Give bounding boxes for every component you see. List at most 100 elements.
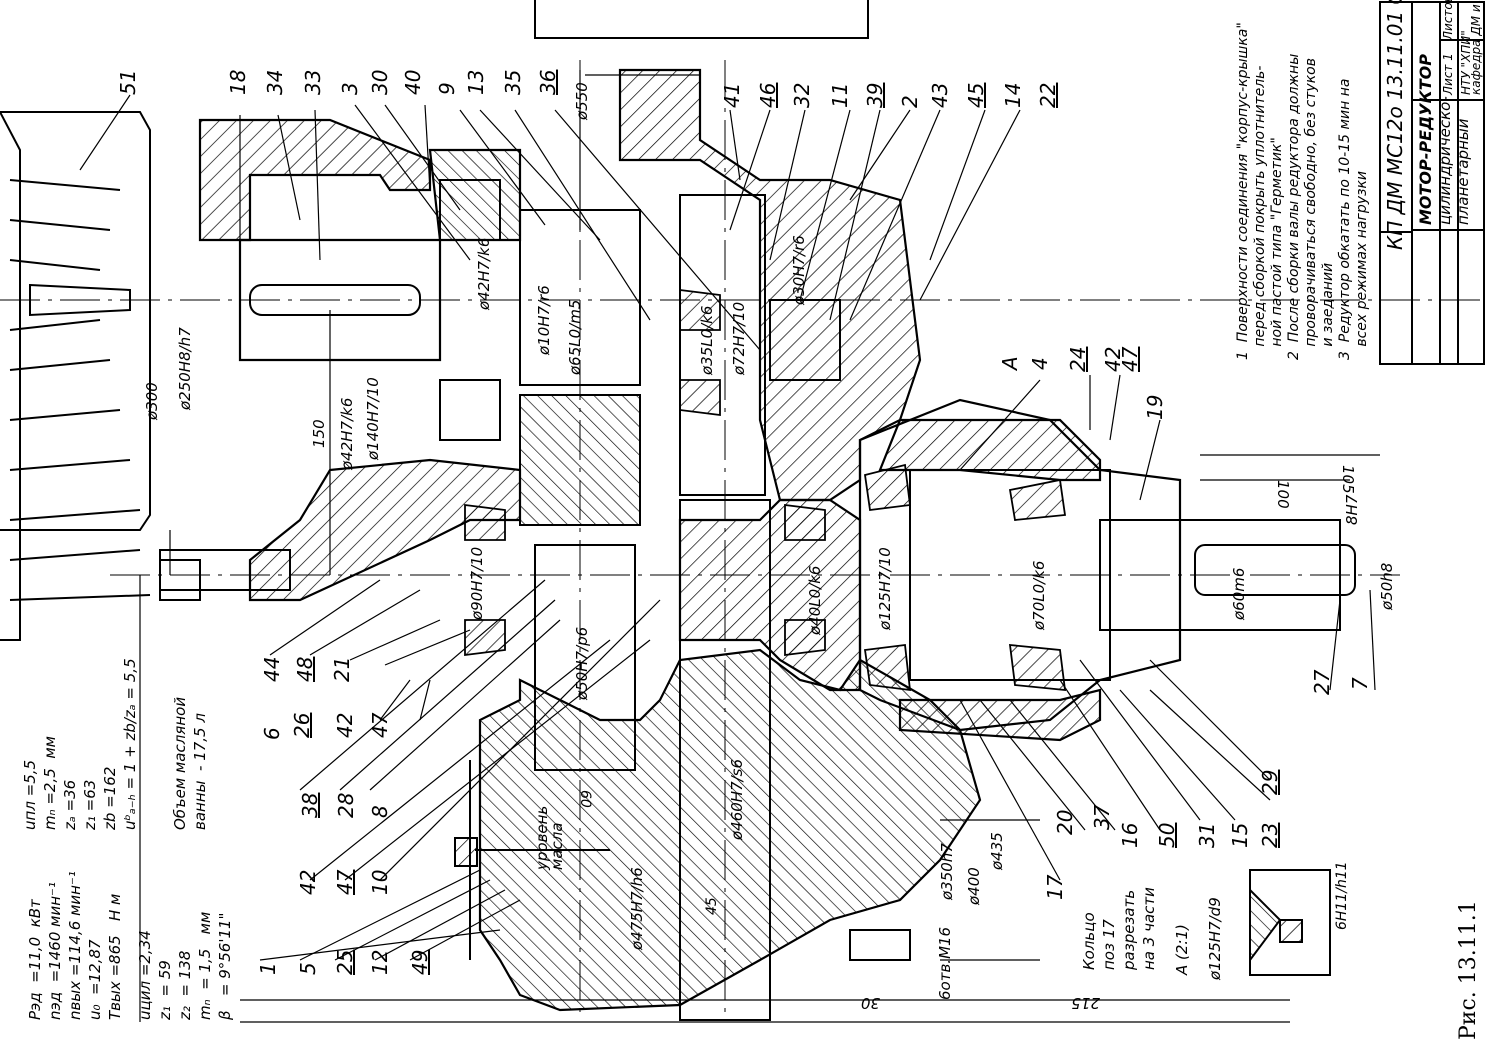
- bearings: [464, 288, 1067, 692]
- tech-line: mₙ = 1,5 мм: [196, 911, 214, 1020]
- detail-a: [1249, 869, 1331, 976]
- view-label-a: А: [998, 356, 1022, 370]
- dimension: ø35L0/k6: [698, 305, 716, 375]
- ring-note-3: разрезать: [1120, 889, 1138, 970]
- part-number: 17: [1043, 874, 1067, 900]
- ring-note-1: Кольцо: [1080, 912, 1098, 970]
- dimension: ø42H7/k6: [475, 237, 493, 310]
- dimension: ø460H7/s6: [728, 758, 746, 840]
- title-block-sheet: Лист 1: [1441, 53, 1455, 95]
- part-number: 4: [1028, 357, 1052, 370]
- dimension: ø90H7/10: [468, 546, 486, 620]
- detail-a-fit2: 6H11/h11: [1334, 861, 1350, 930]
- frame: [534, 0, 1485, 365]
- part-number: 19: [1143, 394, 1167, 420]
- part-number: 7: [1348, 677, 1372, 690]
- part-number: 2: [898, 95, 922, 108]
- part-number: 50: [1155, 822, 1179, 848]
- oil-level-label: уровень масла: [533, 805, 566, 870]
- title-block-designation: КП ДМ МС12о 13.11.01 СБ: [1383, 0, 1407, 250]
- part-number: 32: [790, 82, 814, 108]
- dimension: ø550: [573, 82, 591, 120]
- dimension-lines: [139, 70, 1380, 1023]
- part-number: 24: [1066, 346, 1090, 372]
- part-number: 47: [1118, 346, 1142, 372]
- tech-line: Pэд =11,0 кВт: [26, 899, 44, 1020]
- part-number: 31: [1195, 822, 1219, 848]
- part-number: 40: [401, 69, 425, 95]
- part-number: 20: [1053, 809, 1077, 835]
- title-block-org-2: кафедра ДМ и ПМ: [1469, 0, 1483, 95]
- tech-data-col1: Pэд =11,0 кВт nэд =1460 мин⁻¹ nвых =114,…: [5, 871, 125, 1020]
- dimension: 45: [704, 897, 720, 915]
- dimension: 30: [860, 994, 880, 1012]
- part-number: 6: [260, 727, 284, 740]
- ring-note-4: на 3 части: [1140, 887, 1158, 970]
- part-number: 41: [720, 82, 744, 108]
- note-line: проворачиваться свободно, без стуков: [1303, 58, 1319, 360]
- note-line: 2 После сборки валы редуктора должны: [1286, 53, 1302, 360]
- dimension: ø65L0/m5: [566, 299, 584, 375]
- tech-line: nэд =1460 мин⁻¹: [46, 882, 64, 1020]
- leaders: [79, 94, 1376, 961]
- motor-fins: [0, 111, 1488, 641]
- tech-line: zₐ =36: [61, 779, 79, 830]
- dimension: ø250H8/h7: [176, 327, 194, 410]
- part-number: 45: [964, 82, 988, 108]
- note-line: ной пастой типа "Герметик": [1269, 137, 1285, 360]
- part-number: 37: [1090, 804, 1114, 830]
- part-number: 11: [828, 82, 852, 108]
- title-block-name-2: цилиндрическо-: [1436, 96, 1454, 225]
- part-number: 42: [296, 869, 320, 895]
- dimension: ø300: [143, 382, 161, 420]
- tech-line: z₁ =63: [81, 779, 99, 830]
- detail-a-fit1: ø125H7/d9: [1206, 897, 1224, 980]
- dimension: ø435: [988, 832, 1006, 870]
- part-number: 46: [756, 82, 780, 108]
- dimension: ø50h8: [1378, 562, 1396, 610]
- title-block-name-3: планетарный: [1454, 118, 1472, 225]
- dimension: ø475H7/h6: [628, 867, 646, 950]
- tech-line: ванны - 17,5 л: [191, 713, 209, 830]
- tech-line: z₁ = 59: [156, 960, 174, 1020]
- part-number: 30: [368, 69, 392, 95]
- dimension: 215: [1071, 994, 1100, 1012]
- part-number: 18: [226, 69, 250, 95]
- part-number: 3: [338, 82, 362, 95]
- dimension: ø50H7/p6: [573, 626, 591, 700]
- dimension: ø350h7: [938, 843, 956, 900]
- part-number: 48: [293, 656, 317, 682]
- part-number: 10: [368, 869, 392, 895]
- part-number: 42: [333, 712, 357, 738]
- part-number: 47: [368, 712, 392, 738]
- part-number: 16: [1118, 822, 1142, 848]
- part-number: 8: [368, 805, 392, 818]
- note-line: всех режимах нагрузки: [1354, 171, 1370, 360]
- part-number: 29: [1258, 769, 1282, 795]
- dimension: ø72H7/10: [730, 301, 748, 375]
- dimension: 6отв.М16: [936, 926, 954, 1000]
- part-number: 36: [536, 69, 560, 95]
- part-number: 13: [464, 69, 488, 95]
- dimension: ø140H7/10: [364, 377, 382, 460]
- tech-line: mₙ =2,5 мм: [41, 736, 59, 830]
- tech-line: Объем масляной: [171, 696, 189, 830]
- part-number: 35: [501, 69, 525, 95]
- dimension: 60: [577, 790, 593, 808]
- dimension: ø40L0/k6: [806, 565, 824, 635]
- detail-a-title: А (2:1): [1173, 924, 1191, 975]
- notes: 1 Поверхности соединения "корпус-крышка"…: [1218, 22, 1371, 360]
- part-number: 33: [301, 69, 325, 95]
- tech-line: zb =162: [101, 766, 119, 830]
- part-number: 38: [298, 792, 322, 818]
- tech-data-col4: Объем масляной ванны - 17,5 л: [150, 697, 210, 830]
- dimension: 150: [310, 419, 328, 448]
- part-number: 25: [333, 949, 357, 975]
- part-number: 39: [863, 82, 887, 108]
- dimension: ø400: [965, 867, 983, 905]
- part-number: 12: [368, 949, 392, 975]
- part-number: 47: [333, 869, 357, 895]
- tech-line: β = 9°56'11": [216, 912, 234, 1020]
- part-number: 15: [1228, 822, 1252, 848]
